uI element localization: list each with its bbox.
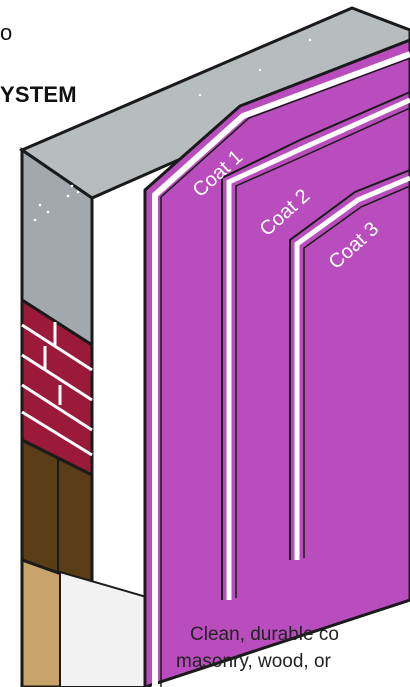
coat-3-edge	[294, 175, 410, 560]
brick-mortar-lines	[21, 322, 93, 457]
caption-line-2: masonry, wood, or	[176, 651, 331, 672]
coat-2-layer	[221, 91, 410, 600]
concrete-texture	[33, 38, 312, 222]
coat-1-edge	[152, 51, 410, 687]
coat-1-layer	[143, 38, 410, 687]
coat-3-layer	[289, 169, 410, 560]
white-board-layer	[59, 570, 151, 687]
caption-line-1: Clean, durable co	[190, 624, 339, 645]
system-title-fragment: YSTEM	[0, 82, 77, 107]
coat-2-edge	[226, 97, 410, 600]
corner-text-fragment: o	[0, 20, 13, 45]
